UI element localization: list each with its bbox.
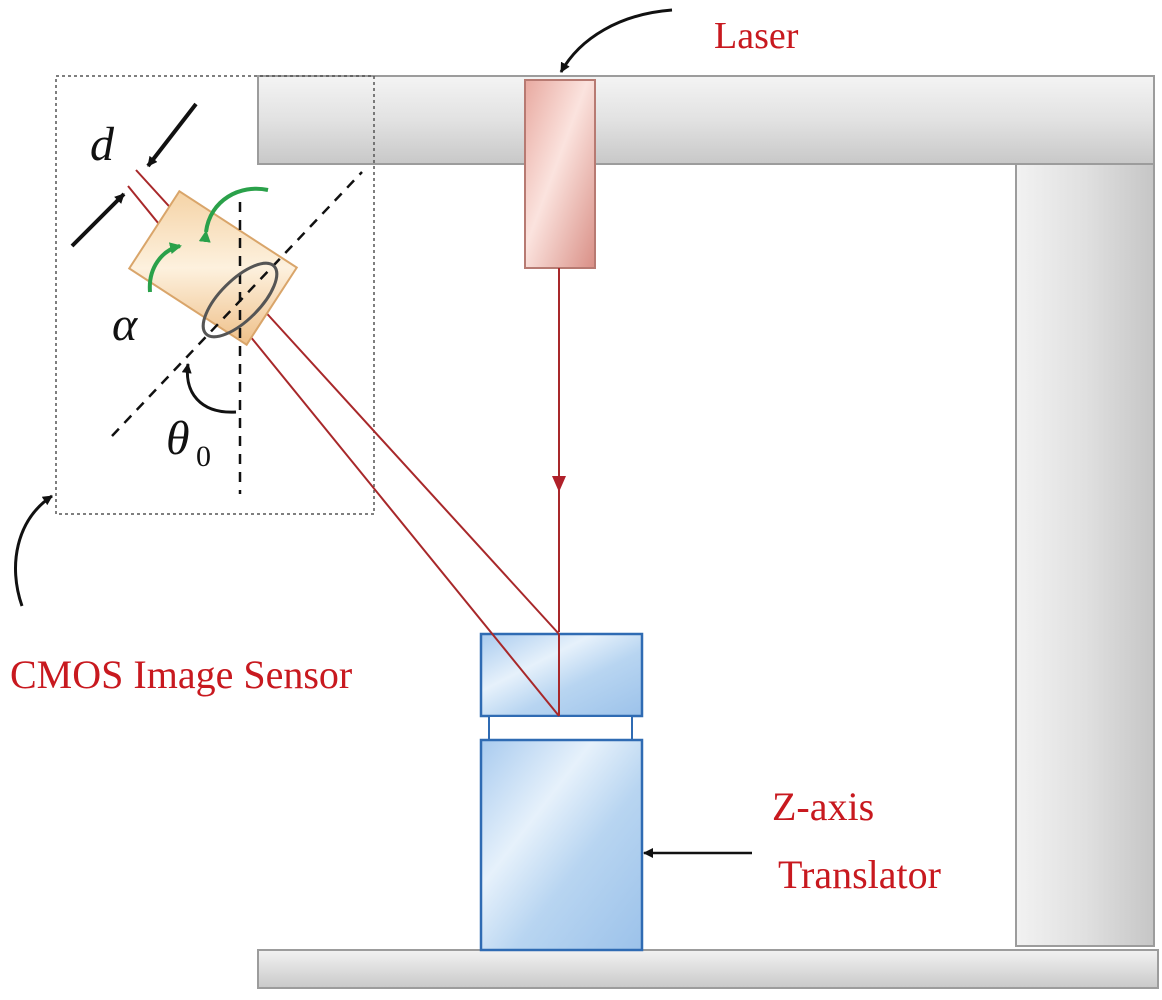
- alpha-symbol: α: [112, 298, 138, 351]
- frame-base: [257, 949, 1159, 989]
- sensor-lens: [201, 261, 279, 339]
- d-arrow-lower: [70, 192, 126, 248]
- laser-pointer-arrow: [559, 8, 673, 73]
- theta-arc: [181, 363, 237, 414]
- translator-bottom-block: [479, 738, 644, 952]
- z-axis-label-line1: Z-axis: [772, 784, 874, 829]
- cmos-sensor-label: CMOS Image Sensor: [10, 652, 352, 697]
- translator-neck: [488, 715, 633, 741]
- sensor-normal-axis: [111, 171, 363, 437]
- laser-body: [524, 79, 596, 269]
- rotation-arrow-lower: [147, 242, 182, 293]
- laser-label: Laser: [714, 15, 799, 57]
- theta-subscript: 0: [196, 440, 211, 473]
- theta-symbol: θ: [166, 412, 190, 465]
- translator-top-block: [479, 632, 644, 718]
- d-symbol: d: [90, 118, 115, 171]
- frame-right-post: [1015, 163, 1155, 947]
- d-arrow-upper: [146, 102, 198, 168]
- sensor-pointer-arrow: [14, 494, 53, 607]
- beam-direction-arrow: [552, 476, 566, 492]
- cmos-sensor-body: [127, 189, 299, 347]
- frame-top-bar: [257, 75, 1155, 165]
- sensor-boundary-box: [55, 75, 375, 515]
- z-axis-label-line2: Translator: [778, 852, 941, 897]
- rotation-arrow-upper: [198, 186, 269, 243]
